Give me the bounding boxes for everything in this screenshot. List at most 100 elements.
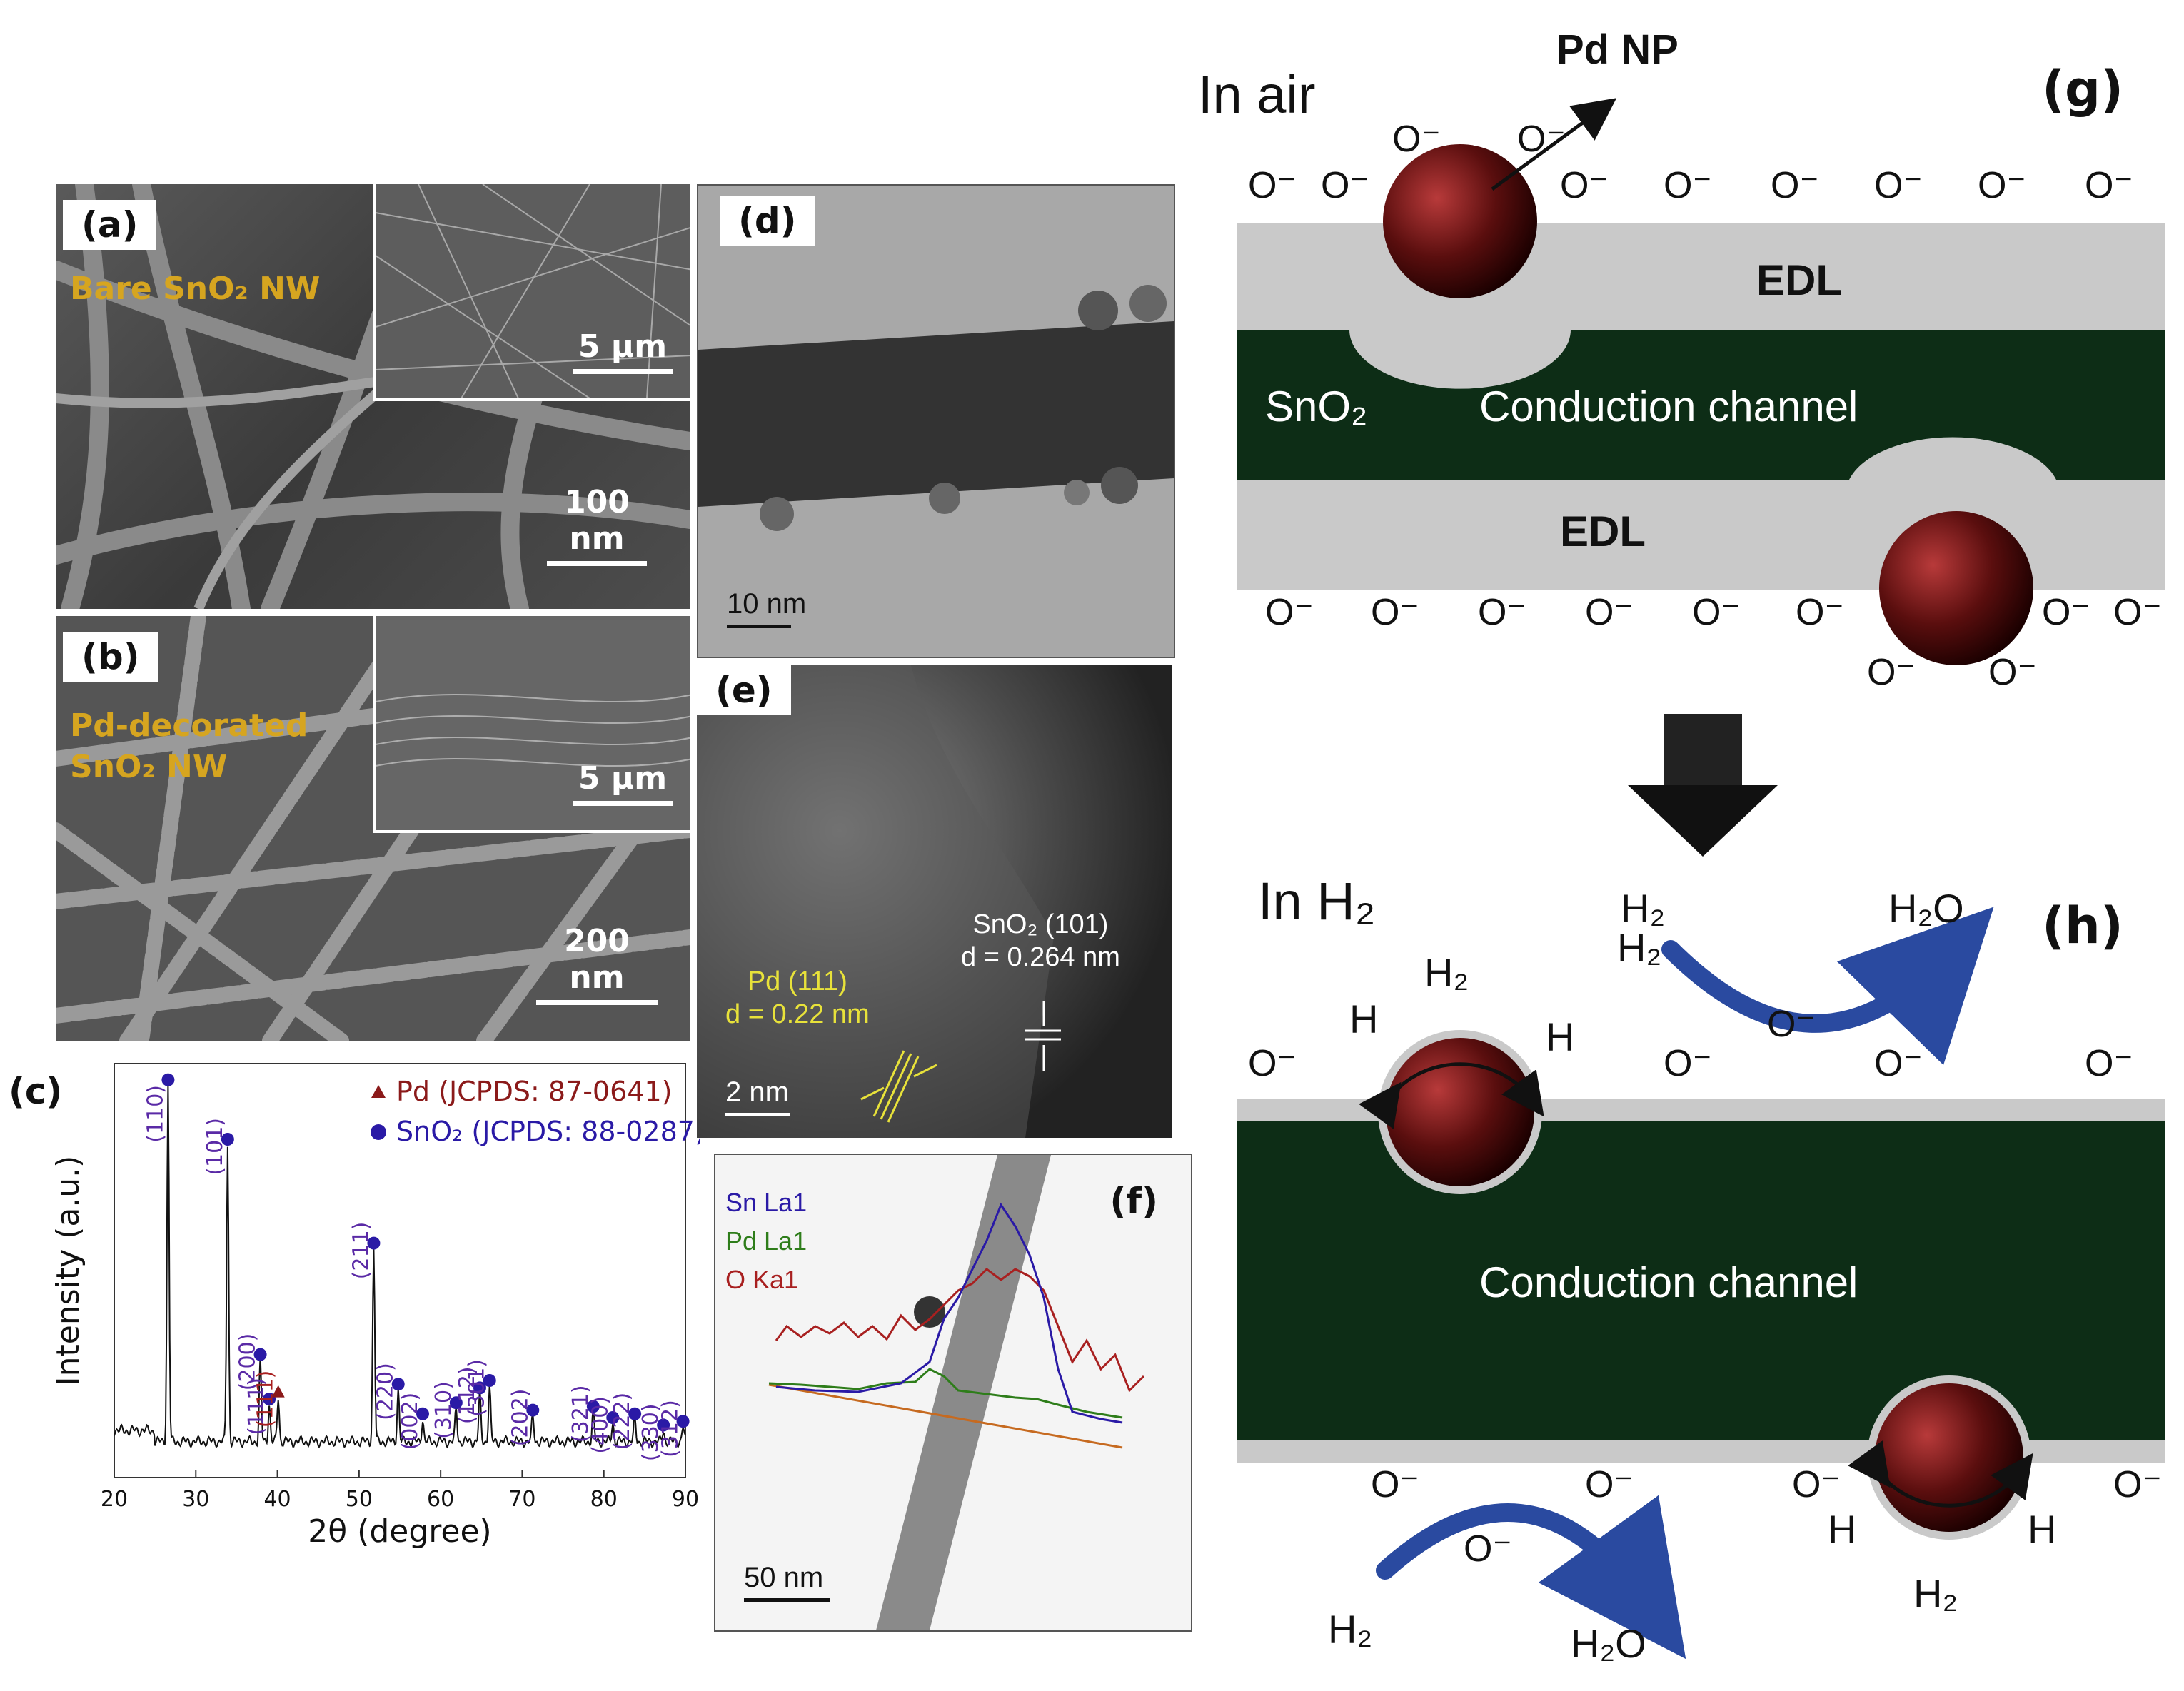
- oxygen-ion-g: O⁻: [2113, 592, 2162, 633]
- oxygen-ion-g: O⁻: [1585, 592, 1634, 633]
- sno2-peak-marker: [676, 1415, 690, 1428]
- hrtem-image-e: [697, 665, 1061, 1138]
- panel-label-c: (c): [9, 1071, 63, 1112]
- h2-label: H₂: [1617, 925, 1662, 970]
- peak-label: (202): [508, 1389, 533, 1447]
- inset-scale-b: 5 µm: [573, 760, 673, 806]
- inset-b: 5 µm: [373, 616, 690, 833]
- panel-label-h: (h): [2042, 897, 2123, 955]
- h2o-label: H₂O: [1888, 886, 1964, 931]
- peak-label: (101): [203, 1118, 228, 1176]
- oxygen-ion-g: O⁻: [1265, 592, 1314, 633]
- x-tick-label: 30: [182, 1487, 209, 1512]
- oxygen-ion-h: O⁻: [2085, 1043, 2133, 1084]
- schematic-gh: [1237, 98, 2165, 1660]
- h-label: H: [1546, 1014, 1575, 1059]
- sno2-peak-marker: [391, 1378, 405, 1391]
- nanowire-image-a: [56, 184, 690, 609]
- down-arrow: [1628, 714, 1778, 857]
- pd-peak-marker: [271, 1385, 285, 1398]
- legend-marker-pd: [371, 1085, 386, 1098]
- legend-text: SnO₂ (JCPDS: 88-0287): [396, 1116, 700, 1147]
- panel-b: 5 µm (b) Pd-decorated SnO₂ NW 200 nm: [56, 616, 690, 1041]
- h2-label: H₂: [1913, 1571, 1958, 1616]
- x-axis-label: 2θ (degree): [308, 1513, 491, 1550]
- panel-f: Sn La1 Pd La1 O Ka1 (f) 50 nm: [714, 1154, 1192, 1632]
- tem-image-d: [698, 285, 1174, 531]
- legend-o: O Ka1: [725, 1265, 799, 1294]
- h-label: H: [2028, 1507, 2057, 1552]
- oxygen-ion-g: O⁻: [1692, 592, 1741, 633]
- oxygen-ion-g: O⁻: [2085, 165, 2133, 206]
- oxygen-ion-g: O⁻: [1867, 652, 1916, 693]
- oxygen-ion-g: O⁻: [1517, 118, 1566, 160]
- x-tick-label: 90: [672, 1487, 699, 1512]
- x-tick-label: 50: [346, 1487, 373, 1512]
- panel-g: [1237, 98, 2165, 665]
- oxygen-ion-g: O⁻: [1248, 165, 1297, 206]
- panel-e: (e) SnO₂ (101) d = 0.264 nm Pd (111) d =…: [697, 665, 1172, 1138]
- h2o-label: H₂O: [1571, 1621, 1646, 1666]
- legend-sn: Sn La1: [725, 1188, 807, 1217]
- h2-label: H₂: [1621, 886, 1666, 931]
- peak-label: (220): [373, 1363, 398, 1420]
- sno2-peak-marker: [161, 1073, 175, 1086]
- sno2-peak-marker: [483, 1374, 496, 1387]
- pd-np-top: [1383, 144, 1537, 298]
- peak-label: (330): [638, 1403, 663, 1461]
- x-tick-label: 40: [263, 1487, 291, 1512]
- x-tick-label: 20: [101, 1487, 128, 1512]
- g-pd-np-label: Pd NP: [1556, 26, 1679, 73]
- legend-text: Pd (JCPDS: 87-0641): [396, 1076, 672, 1107]
- oxygen-ion-g: O⁻: [2042, 592, 2090, 633]
- panel-title-b-line1: Pd-decorated: [70, 707, 308, 744]
- peak-label: (312): [658, 1400, 683, 1458]
- legend-pd: Pd La1: [725, 1226, 807, 1256]
- peak-label: (112): [455, 1366, 480, 1424]
- oxygen-ion-h: O⁻: [1248, 1043, 1297, 1084]
- oxygen-ion-g: O⁻: [1988, 652, 2037, 693]
- h-channel-label: Conduction channel: [1479, 1258, 1858, 1306]
- eds-legend: Sn La1 Pd La1 O Ka1: [725, 1183, 807, 1299]
- panel-title-b-line2: SnO₂ NW: [70, 749, 228, 785]
- oxygen-ion-g: O⁻: [1371, 592, 1419, 633]
- x-tick-label: 60: [427, 1487, 454, 1512]
- oxygen-ion-g: O⁻: [1560, 165, 1609, 206]
- sno2-peak-marker: [473, 1381, 486, 1395]
- peak-label: (400): [588, 1396, 613, 1454]
- peak-label: (200): [236, 1333, 261, 1391]
- pd-np-h-top: [1386, 1038, 1534, 1186]
- scale-bar-f: 50 nm: [744, 1562, 830, 1602]
- scale-bar-b: 200 nm: [533, 923, 661, 1005]
- panel-label-b: (b): [63, 632, 158, 682]
- oxygen-ion-h: O⁻: [1664, 1043, 1712, 1084]
- h-label: H: [1828, 1507, 1857, 1552]
- sno2-peak-marker: [606, 1411, 620, 1424]
- panel-label-f: (f): [1109, 1181, 1158, 1222]
- peak-label: (321): [568, 1385, 593, 1443]
- scale-bar-d: 10 nm: [727, 588, 806, 628]
- panel-a: 5 µm (a) Bare SnO₂ NW 100 nm: [56, 184, 690, 609]
- scale-bar-e: 2 nm: [725, 1076, 790, 1116]
- h2-label: H₂: [1328, 1607, 1373, 1652]
- pd-np-h-bottom: [1875, 1383, 2023, 1532]
- panel-label-d: (d): [720, 196, 815, 246]
- oxygen-ion-g: O⁻: [1874, 165, 1923, 206]
- oxygen-ion-g: O⁻: [1796, 592, 1844, 633]
- sno2-peak-marker: [628, 1407, 642, 1420]
- peak-label: (111): [253, 1371, 278, 1428]
- inset-a: 5 µm: [373, 184, 690, 401]
- edl-top-label: EDL: [1756, 256, 1842, 304]
- sno2-peak-marker: [221, 1133, 234, 1146]
- sno2-material-label: SnO₂: [1265, 383, 1368, 430]
- sno2-peak-marker: [657, 1418, 670, 1432]
- oxygen-ion-h: O⁻: [1371, 1464, 1419, 1505]
- oxygen-ion-h: O⁻: [1874, 1043, 1923, 1084]
- panel-label-g: (g): [2042, 60, 2124, 118]
- xrd-pattern: [114, 1084, 686, 1449]
- peak-label: (222): [610, 1393, 635, 1450]
- panel-title-a: Bare SnO₂ NW: [70, 271, 321, 307]
- x-tick-label: 80: [590, 1487, 618, 1512]
- peak-label: (301): [465, 1359, 490, 1417]
- sno2-peak-marker: [367, 1236, 381, 1250]
